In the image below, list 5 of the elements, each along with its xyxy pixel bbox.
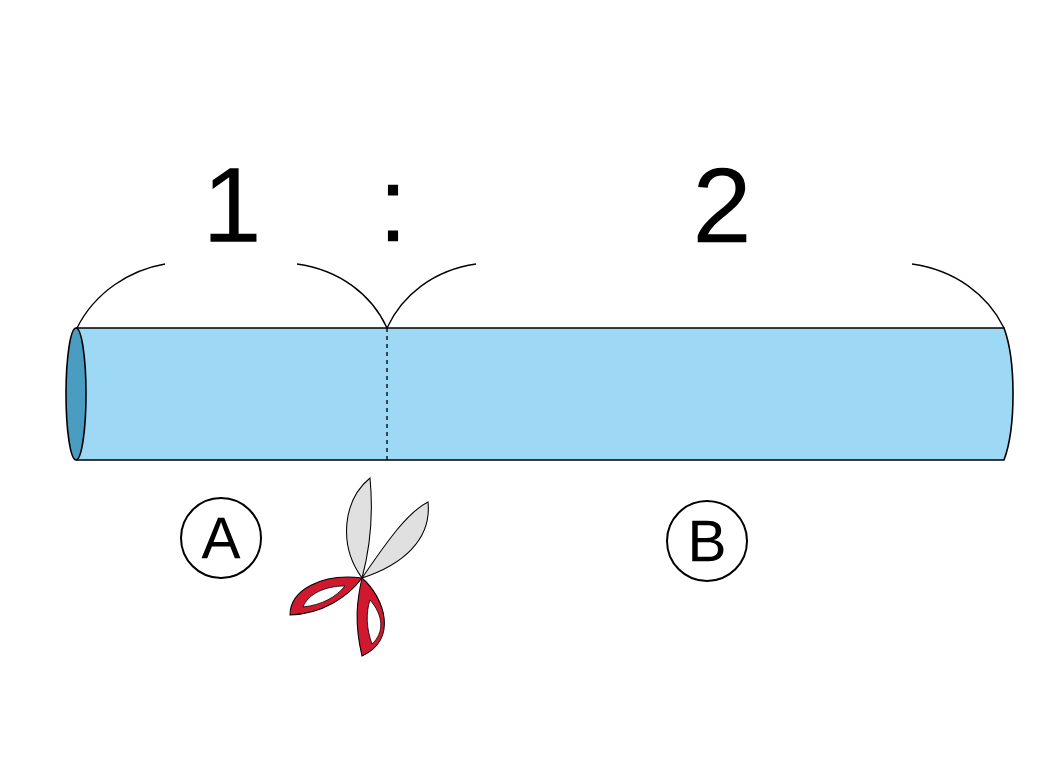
circled-letter: B	[666, 500, 748, 582]
ratio-label: 2	[697, 167, 747, 243]
ratio-label: 1	[210, 168, 257, 242]
ratio-label: :	[387, 184, 399, 242]
circled-letter: A	[180, 497, 262, 579]
